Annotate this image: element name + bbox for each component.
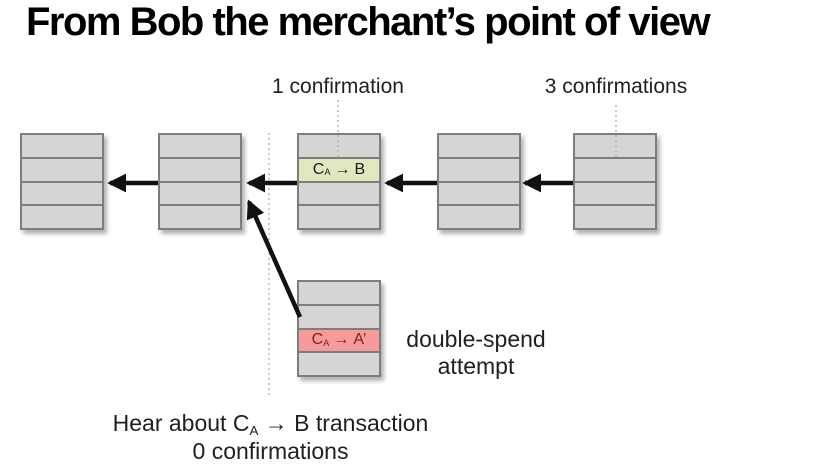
footer-line1-prefix: Hear about C	[112, 410, 250, 436]
label-one-confirmation: 1 confirmation	[272, 75, 404, 98]
block-5	[573, 133, 657, 230]
label-three-confirmations: 3 confirmations	[544, 75, 688, 98]
tx-to: A’	[353, 331, 367, 349]
footer-line1-suffix: → B transaction	[258, 410, 429, 436]
right-arrow-icon: →	[334, 160, 351, 178]
block-row	[160, 135, 240, 157]
block-row	[299, 282, 379, 304]
block-row	[160, 204, 240, 228]
block-row	[299, 351, 379, 375]
block-row	[299, 180, 379, 205]
double-spend-line2: attempt	[437, 353, 515, 379]
block-row	[299, 303, 379, 328]
block-row	[299, 204, 379, 228]
slide-title: From Bob the merchant’s point of view	[26, 0, 711, 44]
tx-from: C	[311, 331, 324, 349]
block-row	[160, 156, 240, 181]
block-1	[20, 133, 104, 230]
block-row	[575, 204, 655, 228]
block-row	[299, 135, 379, 157]
double-spend-line1: double-spend	[406, 326, 546, 352]
block-row	[439, 156, 519, 181]
tx-to: B	[354, 160, 366, 178]
block-row	[22, 180, 102, 205]
footer-line2: 0 confirmations	[192, 438, 349, 464]
block-4	[437, 133, 521, 230]
block-row	[575, 156, 655, 181]
block-row	[22, 156, 102, 181]
block-row	[575, 180, 655, 205]
footer-line1: Hear about CA → B transaction	[53, 409, 488, 437]
footer-note: Hear about CA → B transaction 0 confirma…	[53, 409, 488, 465]
arrow-forkblock-to-block2-icon	[246, 199, 303, 318]
block-row	[439, 204, 519, 228]
block-row	[439, 135, 519, 157]
block-row	[160, 180, 240, 205]
tx-from: C	[312, 160, 325, 178]
block-row	[439, 180, 519, 205]
block-2	[158, 133, 242, 230]
block-row	[22, 204, 102, 228]
block-row	[575, 135, 655, 157]
footer-line1-subscript: A	[249, 422, 259, 438]
label-double-spend-attempt: double-spend attempt	[396, 326, 556, 380]
block-row	[22, 135, 102, 157]
right-arrow-icon: →	[333, 331, 350, 349]
